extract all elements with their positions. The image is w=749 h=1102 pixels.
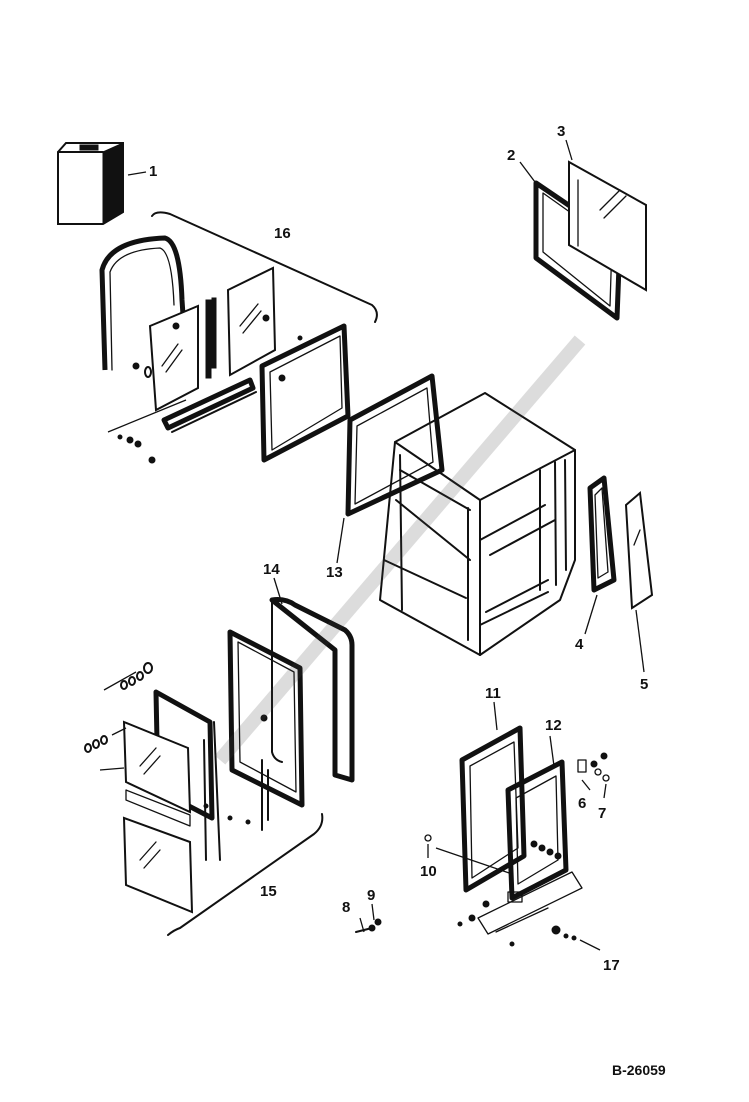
- part-label-12: 12: [545, 717, 562, 734]
- figure-code: B-26059: [612, 1062, 666, 1078]
- part-label-5: 5: [640, 676, 649, 693]
- part-label-4: 4: [575, 636, 584, 653]
- part-label-7: 7: [598, 805, 607, 822]
- part-label-15: 15: [260, 883, 277, 900]
- part-label-13: 13: [326, 564, 343, 581]
- part-label-6: 6: [578, 795, 587, 812]
- cab-frame: [379, 392, 576, 656]
- part-label-17: 17: [603, 957, 620, 974]
- part-13-rear-window-frame: [336, 373, 445, 564]
- part-3-window-glass: [565, 139, 647, 292]
- part-17-fasteners: [495, 907, 601, 951]
- part-12-door-glass-frame: [457, 735, 583, 935]
- part-label-14: 14: [263, 561, 280, 578]
- part-label-11: 11: [485, 685, 501, 702]
- part-16-group-bracket: [151, 211, 378, 323]
- part-15-door-assembly: [84, 577, 355, 936]
- part-8-9-bolt: [355, 903, 382, 933]
- part-4-side-seal: [584, 475, 617, 635]
- part-10-screw: [424, 834, 513, 875]
- part-16-door-assembly: [99, 235, 351, 464]
- part-label-16: 16: [274, 225, 291, 242]
- part-label-8: 8: [342, 899, 351, 916]
- part-11-door-seal: [459, 701, 527, 893]
- part-6-7-fasteners: [577, 752, 610, 799]
- part-5-side-glass: [624, 491, 654, 673]
- part-label-9: 9: [367, 887, 376, 904]
- part-label-1: 1: [149, 163, 158, 180]
- part-label-10: 10: [420, 863, 437, 880]
- part-1-booklet: [57, 142, 147, 225]
- part-label-2: 2: [507, 147, 516, 164]
- watermark: [214, 335, 586, 765]
- part-label-3: 3: [557, 123, 566, 140]
